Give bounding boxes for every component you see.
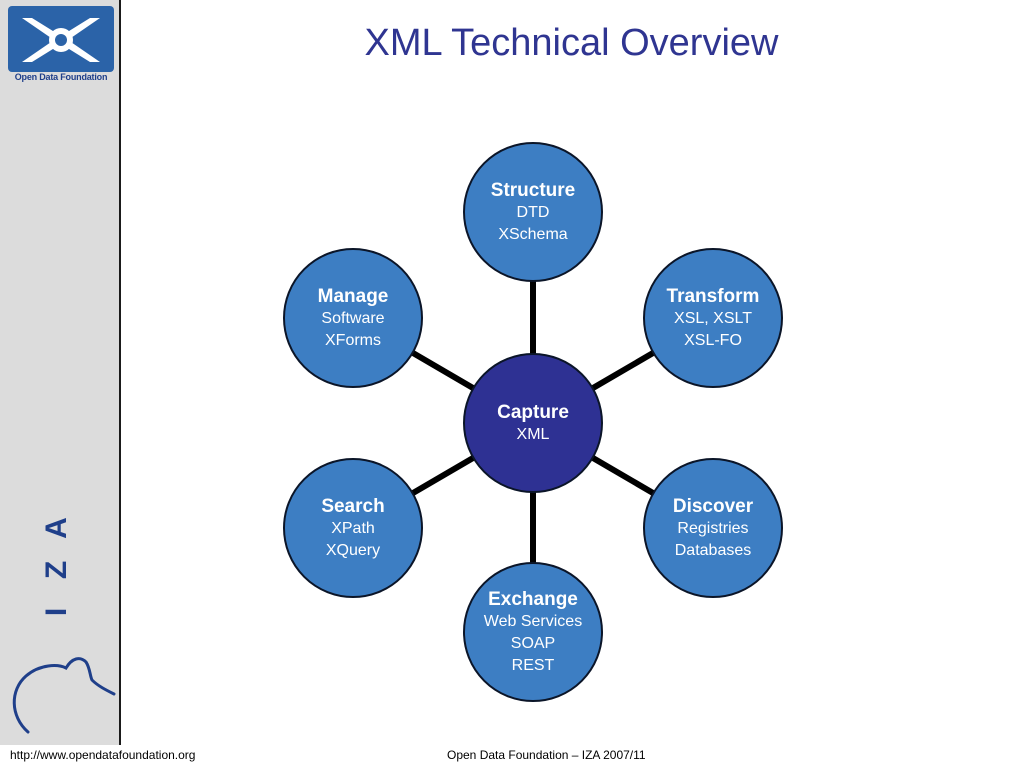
iza-profile-icon — [12, 657, 116, 734]
footer-credit: Open Data Foundation – IZA 2007/11 — [447, 748, 646, 762]
slide-title: XML Technical Overview — [364, 22, 779, 64]
sidebar: Open Data Foundation I Z A — [0, 0, 121, 745]
node-discover-line-2: Databases — [674, 541, 752, 559]
node-manage-line-2: XForms — [325, 331, 381, 349]
node-exchange-line-2: SOAP — [510, 634, 556, 652]
node-search-line-2: XQuery — [325, 541, 381, 559]
node-manage-title: Manage — [317, 285, 389, 307]
node-search-title: Search — [321, 495, 385, 517]
node-capture-title: Capture — [497, 401, 569, 423]
node-exchange-title: Exchange — [488, 588, 578, 610]
node-discover-line-1: Registries — [677, 519, 749, 537]
logo-mark-icon — [8, 6, 114, 72]
open-data-foundation-logo: Open Data Foundation — [8, 6, 114, 82]
node-capture-line-1: XML — [516, 425, 550, 443]
node-structure-title: Structure — [490, 179, 576, 201]
node-transform-line-1: XSL, XSLT — [674, 309, 752, 327]
node-discover-title: Discover — [672, 495, 754, 517]
logo-text: Open Data Foundation — [14, 72, 108, 82]
node-structure-line-2: XSchema — [498, 225, 568, 243]
node-exchange-line-3: REST — [511, 656, 555, 674]
node-manage-line-1: Software — [321, 309, 385, 327]
node-search-line-1: XPath — [331, 519, 375, 537]
node-exchange-line-1: Web Services — [483, 612, 583, 630]
node-structure-line-1: DTD — [516, 203, 550, 221]
node-transform-line-2: XSL-FO — [684, 331, 742, 349]
node-transform-title: Transform — [666, 285, 760, 307]
footer-url[interactable]: http://www.opendatafoundation.org — [10, 748, 196, 762]
